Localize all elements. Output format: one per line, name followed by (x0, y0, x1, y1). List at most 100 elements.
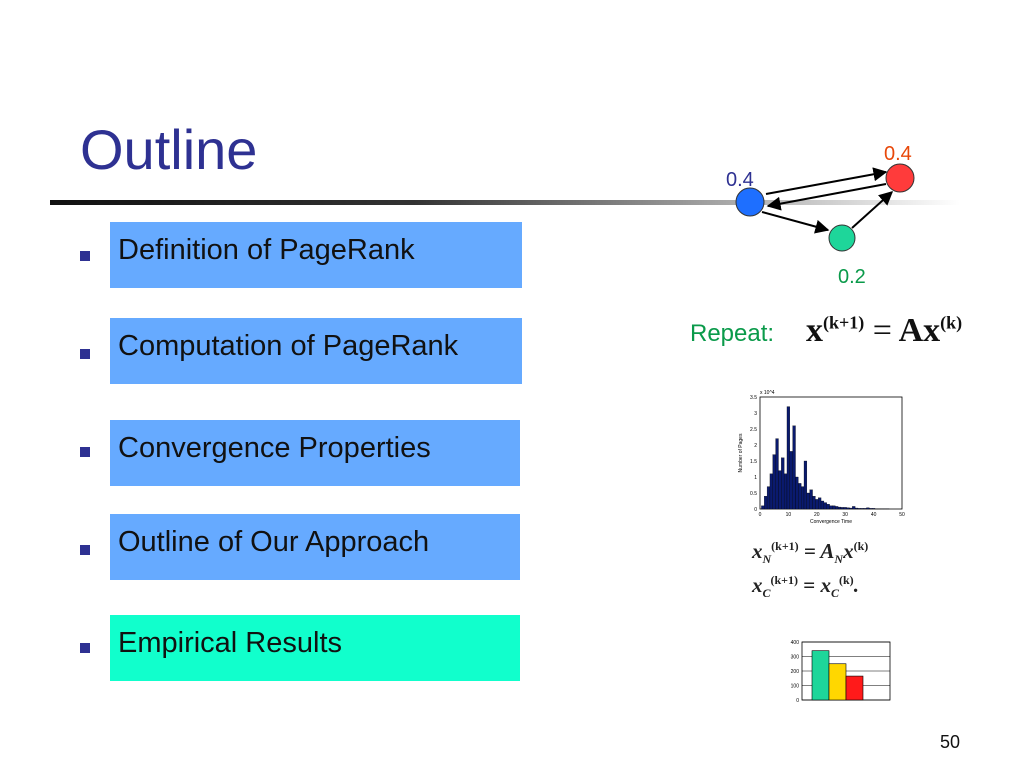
eq2-lhs-sup: (k+1) (770, 573, 799, 588)
block-iteration-equations: xN(k+1) = ANx(k) xC(k+1) = xC(k). (752, 535, 868, 604)
hist-bar (846, 507, 850, 510)
hist-bar (829, 505, 833, 510)
hist-bar (840, 507, 844, 510)
hist-bar (783, 473, 788, 510)
title-divider (50, 200, 960, 205)
hist-bar (761, 505, 765, 510)
formula-rhs-sup: (k) (940, 312, 963, 333)
eq1-rhs2: x (843, 539, 854, 563)
hist-bar (854, 507, 859, 510)
eq1-lhs-sup: (k+1) (771, 539, 799, 553)
hist-bar (798, 483, 802, 510)
node-blue-label: 0.4 (726, 169, 754, 191)
hist-bar (835, 506, 839, 510)
eq2-rhs1: x (820, 573, 832, 598)
eq2-rhs1-sup: (k) (839, 573, 854, 588)
hist-bar (795, 476, 799, 510)
formula-eq: = (872, 312, 892, 349)
node-green (828, 224, 856, 252)
node-blue (735, 187, 765, 217)
node-red (885, 163, 915, 193)
formula-lhs-sup: (k+1) (823, 312, 865, 333)
hist-bar (772, 454, 776, 510)
hist-y-tick: 0 (754, 507, 757, 513)
hist-y-tick: 2.5 (750, 427, 757, 433)
hist-bar (832, 505, 836, 510)
eq2-lhs-sub: C (762, 586, 771, 601)
bullet-marker (80, 349, 90, 359)
node-green-label: 0.2 (838, 266, 866, 288)
hist-bar (852, 506, 856, 510)
outline-item-definition[interactable]: Definition of PageRank (110, 222, 522, 288)
hist-x-tick: 0 (759, 512, 762, 518)
hist-bar (866, 507, 870, 510)
hist-x-tick: 30 (842, 512, 848, 518)
hist-bar (869, 508, 873, 510)
results-y-tick: 400 (791, 640, 800, 646)
hist-x-tick: 20 (814, 512, 820, 518)
results-y-tick: 100 (791, 684, 800, 690)
eq1-rhs1-sub: N (834, 552, 844, 567)
bullet-marker (80, 643, 90, 653)
hist-bar (778, 470, 782, 510)
eq1-lhs-sub: N (762, 552, 772, 567)
eq2-eq: = (803, 573, 816, 598)
hist-bar (806, 492, 810, 510)
hist-bar (789, 451, 793, 510)
hist-bar (860, 508, 864, 510)
eq1-lhs: x (752, 539, 763, 563)
eq1-eq: = (803, 539, 816, 563)
bullet-marker (80, 447, 90, 457)
equation-line-n: xN(k+1) = ANx(k) (752, 535, 868, 569)
formula-lhs: x (806, 312, 823, 349)
hist-bar (812, 496, 816, 510)
bullet-marker (80, 251, 90, 261)
node-red-label: 0.4 (884, 143, 912, 165)
power-iteration-formula: x(k+1) = Ax(k) (806, 312, 962, 350)
eq1-rhs1: A (820, 539, 835, 563)
hist-bar (809, 489, 813, 510)
hist-bar (849, 507, 853, 510)
hist-bar (775, 438, 779, 510)
slide-title: Outline (80, 118, 258, 181)
hist-bar (786, 406, 790, 510)
hist-bar (815, 499, 819, 510)
hist-bar (801, 486, 805, 510)
results-y-tick: 200 (791, 669, 800, 675)
hist-x-tick: 10 (786, 512, 792, 518)
outline-item-results[interactable]: Empirical Results (110, 615, 520, 681)
equation-line-c: xC(k+1) = xC(k). (752, 569, 868, 603)
eq2-rhs1-sub: C (831, 586, 840, 601)
results-y-tick: 300 (791, 655, 800, 661)
hist-bar (818, 497, 822, 510)
results-bar-chart: 0 100 200 300 400 (791, 640, 891, 704)
hist-bar (823, 502, 827, 510)
hist-bar (843, 507, 847, 510)
hist-x-tick: 50 (899, 512, 905, 518)
edge-blue-to-green (761, 211, 830, 234)
hist-bar (766, 486, 771, 510)
hist-y-tick: 3 (754, 411, 757, 417)
results-y-tick: 0 (796, 698, 799, 704)
page-number: 50 (940, 732, 961, 752)
bullet-marker (80, 545, 90, 555)
hist-bar (803, 460, 808, 510)
outline-item-approach[interactable]: Outline of Our Approach (110, 514, 520, 580)
results-bar (828, 663, 847, 701)
eq1-rhs2-sup: (k) (853, 539, 869, 553)
hist-bar (826, 504, 830, 510)
hist-bar (781, 457, 785, 510)
hist-y-tick: 0.5 (750, 491, 757, 497)
eq2-end: . (853, 573, 859, 598)
hist-x-tick: 40 (871, 512, 877, 518)
outline-item-convergence[interactable]: Convergence Properties (110, 420, 520, 486)
repeat-label: Repeat: (690, 320, 775, 347)
hist-ylabel: Number of Pages (738, 433, 744, 472)
eq2-lhs: x (752, 573, 763, 598)
edge-green-to-red (851, 191, 894, 229)
edge-red-to-blue (766, 183, 887, 211)
hist-bar (764, 496, 768, 510)
hist-xlabel: Convergence Time (810, 519, 852, 525)
outline-item-computation[interactable]: Computation of PageRank (110, 318, 522, 384)
hist-bar (820, 500, 825, 510)
